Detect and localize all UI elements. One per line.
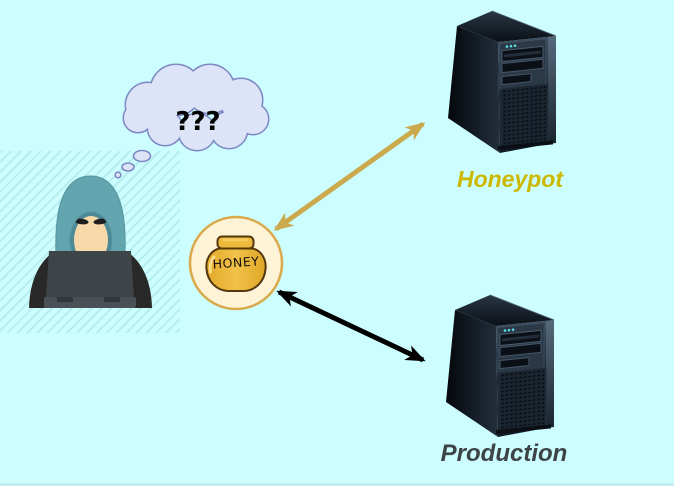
arrow-attacker-honeypot xyxy=(273,121,426,232)
honeypot-server-icon xyxy=(447,10,557,154)
laptop-screen xyxy=(46,251,134,298)
hacker-icon xyxy=(29,175,152,308)
arrow-attacker-production xyxy=(276,289,426,363)
jar-body xyxy=(205,247,267,292)
honeypot-label: Honeypot xyxy=(456,166,564,192)
hacker-eyes xyxy=(74,218,108,225)
thought-text: ??? xyxy=(175,107,221,137)
thought-bubble xyxy=(114,63,270,179)
jar-lid xyxy=(216,235,255,250)
bottom-edge-shading xyxy=(0,483,674,486)
thought-trail xyxy=(114,149,152,179)
honey-jar-icon xyxy=(188,215,284,311)
production-server-icon xyxy=(445,294,555,438)
production-label: Production xyxy=(440,440,568,467)
